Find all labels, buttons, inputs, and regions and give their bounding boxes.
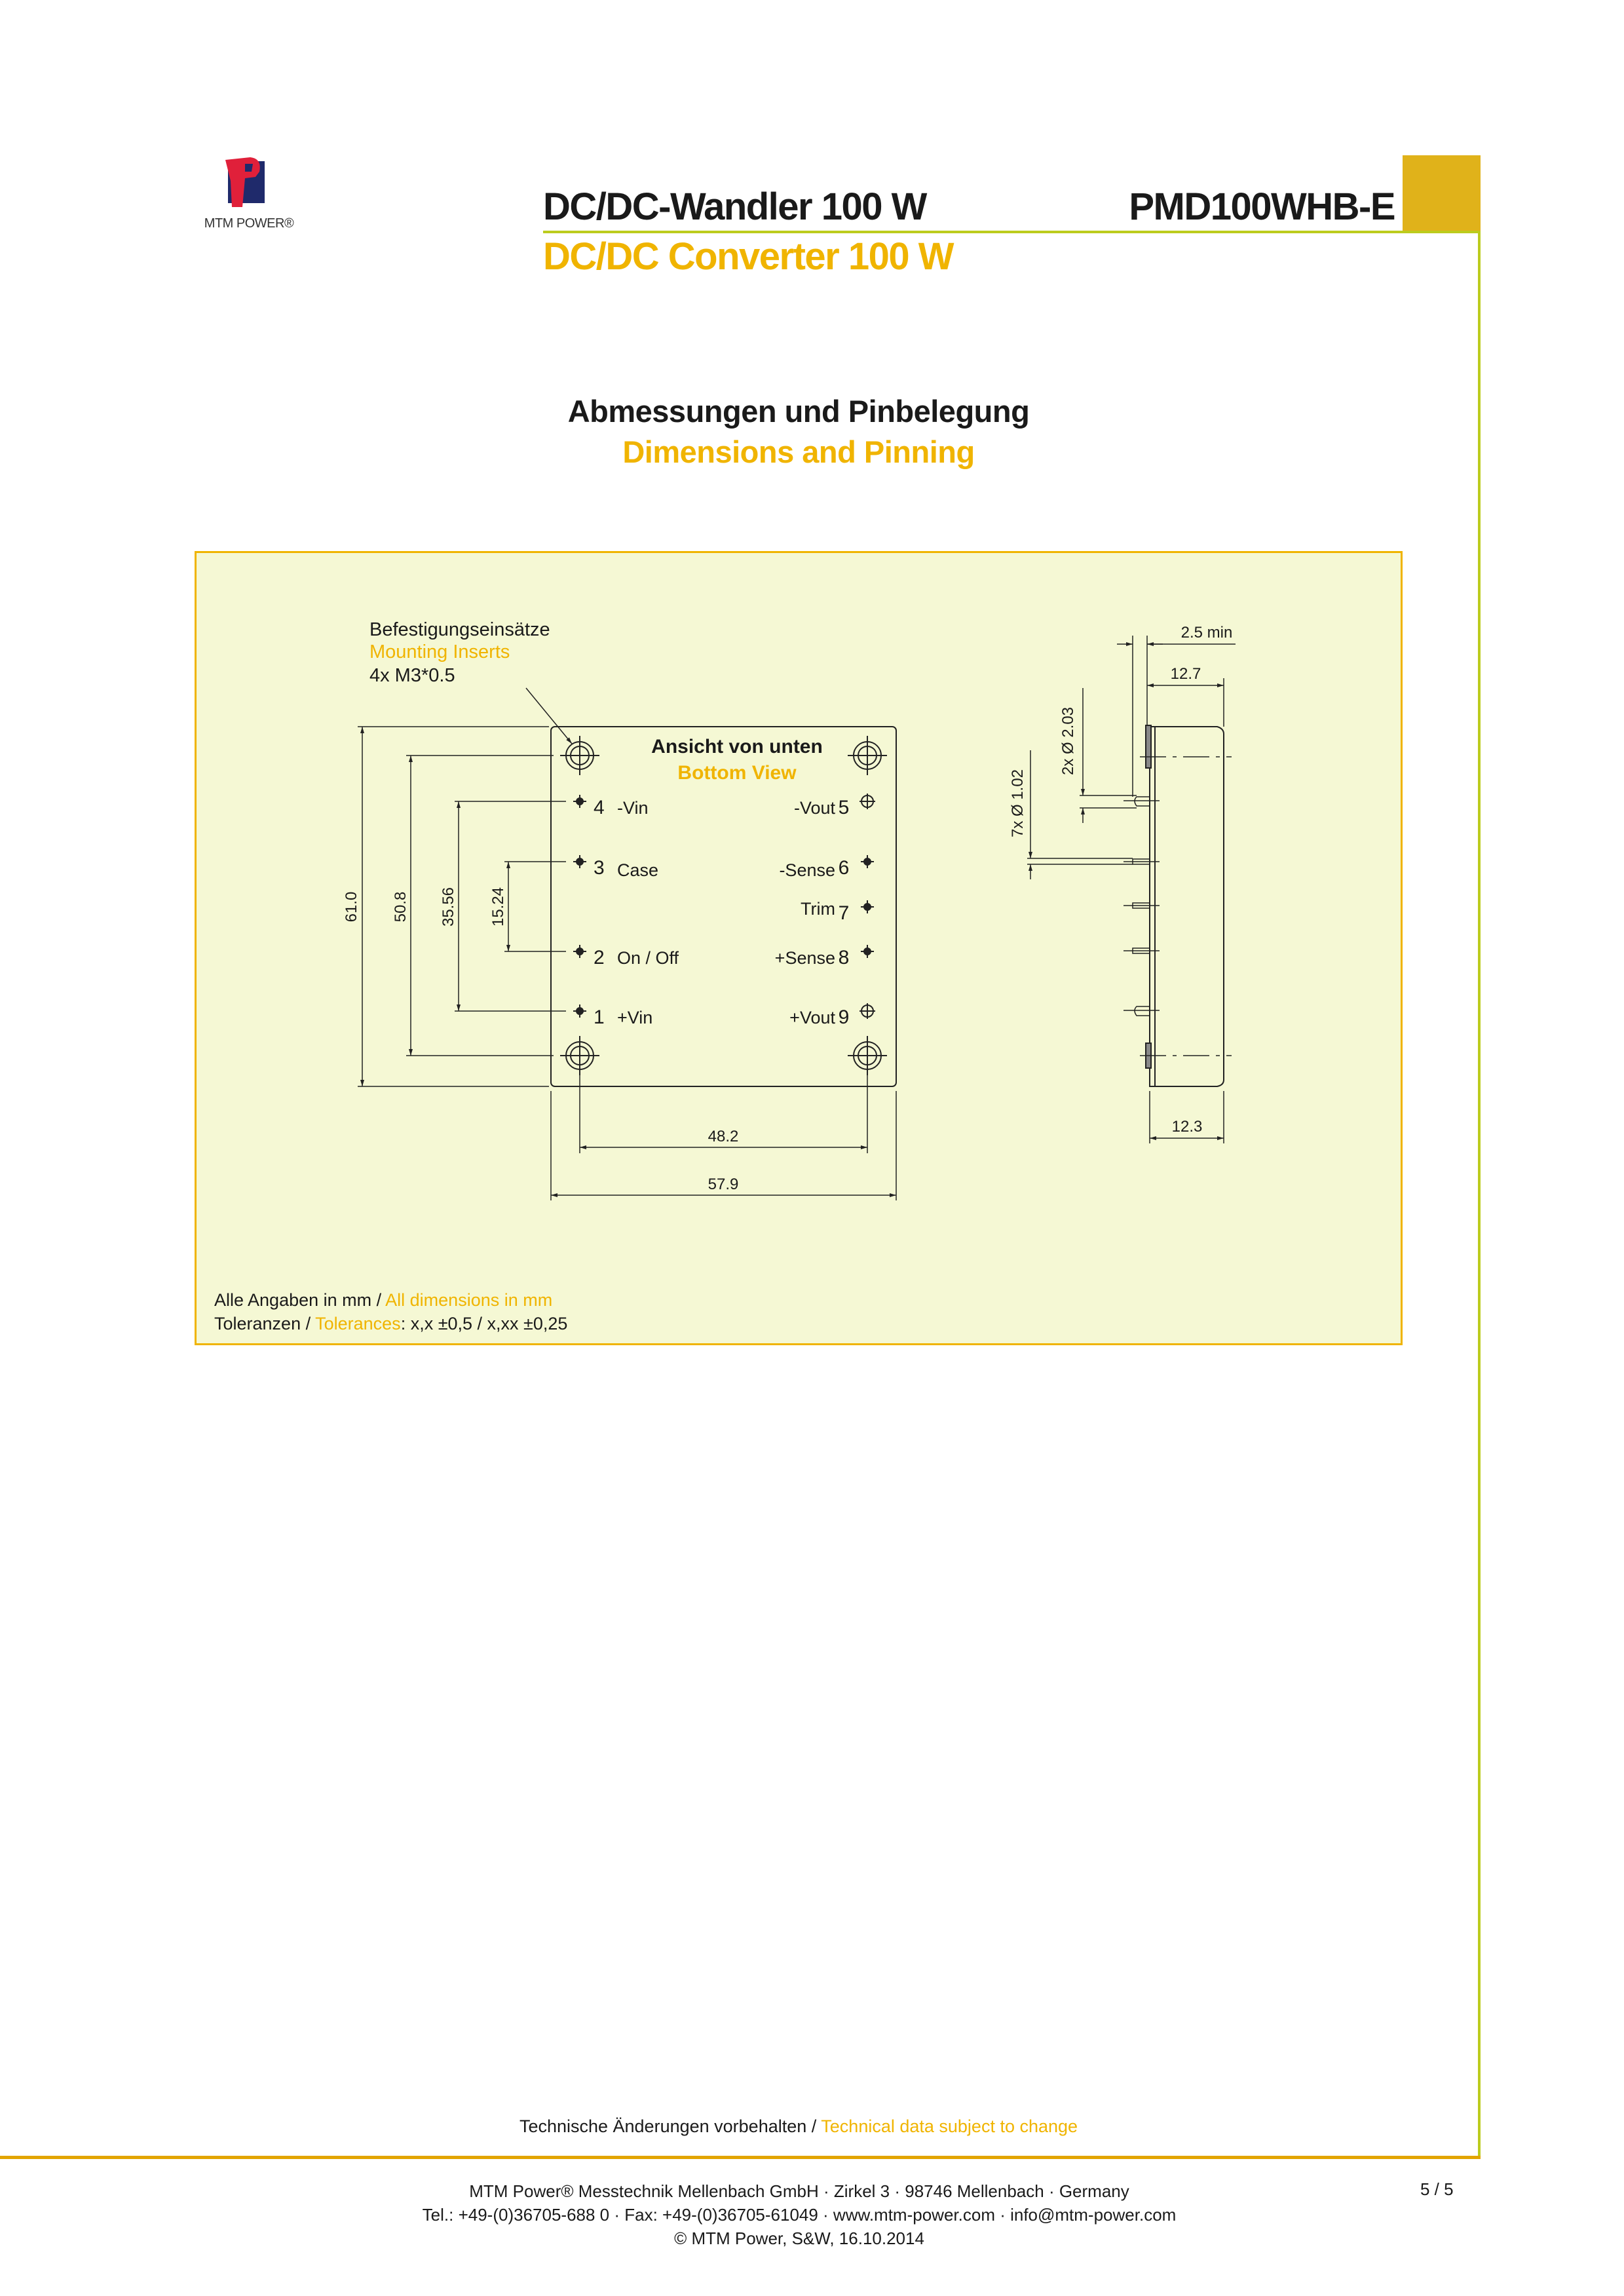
dim-depth-with-pins: 12.7 (1171, 665, 1201, 683)
view-title-en: Bottom View (677, 762, 797, 784)
pin-8-marker (861, 945, 874, 958)
pin-5-number: 5 (839, 797, 850, 818)
mounting-insert-icon (560, 1036, 599, 1075)
disclaimer: Technische Änderungen vorbehalten / Tech… (0, 2116, 1597, 2137)
pin-1-label: +Vin (617, 1008, 652, 1027)
pin-2-marker (573, 945, 586, 958)
part-number: PMD100WHB-E (1129, 185, 1395, 228)
right-border (1478, 232, 1481, 2158)
inserts-label-en: Mounting Inserts (369, 641, 510, 662)
pin-9-marker (859, 1003, 875, 1019)
footer: MTM Power® Messtechnik Mellenbach GmbH ·… (262, 2179, 1336, 2250)
pin-4-marker (573, 795, 586, 808)
footer-address: MTM Power® Messtechnik Mellenbach GmbH ·… (469, 2181, 1129, 2201)
dim-height-inserts: 50.8 (392, 892, 409, 923)
pin-6-number: 6 (839, 857, 850, 879)
company-logo (225, 157, 265, 207)
pin-6-marker (861, 855, 874, 868)
pin-2-number: 2 (594, 947, 605, 968)
dim-pins-2-3: 15.24 (489, 887, 507, 927)
mounting-insert-icon (848, 736, 887, 775)
section-title-german: Abmessungen und Pinbelegung (567, 394, 1030, 429)
footer-divider (0, 2156, 1481, 2159)
title-english: DC/DC Converter 100 W (543, 235, 954, 278)
drawing-notes: Alle Angaben in mm / All dimensions in m… (214, 1288, 567, 1335)
dim-pin-length: 2.5 min (1181, 624, 1233, 641)
pin-7-number: 7 (839, 902, 850, 924)
pin-2-label: On / Off (617, 948, 679, 968)
pin-5-label: -Vout (794, 798, 836, 818)
tolerance-note-en: Tolerances (315, 1314, 401, 1333)
pin-1-marker (573, 1004, 586, 1018)
pin-3-number: 3 (594, 857, 605, 879)
module-outline-bottom-view (550, 726, 897, 1087)
disclaimer-en: Technical data subject to change (821, 2116, 1078, 2136)
pin-5-marker (859, 794, 875, 809)
units-note-de: Alle Angaben in mm / (214, 1290, 386, 1310)
footer-contact: Tel.: +49-(0)36705-688 0 · Fax: +49-(0)3… (422, 2205, 1177, 2225)
pin-3-marker (573, 855, 586, 868)
inserts-label-de: Befestigungseinsätze (369, 619, 550, 640)
pin-4-number: 4 (594, 797, 605, 818)
pin-8-number: 8 (839, 947, 850, 968)
pin-9-label: +Vout (789, 1008, 835, 1027)
pin-1-number: 1 (594, 1006, 605, 1028)
tolerance-note-de: Toleranzen / (214, 1314, 316, 1333)
view-title-de: Ansicht von unten (651, 736, 823, 757)
tolerance-values: : x,x ±0,5 / x,xx ±0,25 (400, 1314, 568, 1333)
pin-6-label: -Sense (779, 860, 835, 880)
disclaimer-de: Technische Änderungen vorbehalten / (519, 2116, 821, 2136)
pin-3-label: Case (617, 860, 658, 880)
page-number: 5 / 5 (1420, 2179, 1454, 2199)
dim-depth: 12.3 (1172, 1118, 1203, 1136)
dim-small-pin-diameter: 7x Ø 1.02 (1009, 769, 1027, 837)
dim-large-pin-diameter: 2x Ø 2.03 (1059, 707, 1077, 775)
mounting-insert-icon (848, 1036, 887, 1075)
dim-pins-1-4: 35.56 (440, 887, 457, 927)
units-note: Alle Angaben in mm / All dimensions in m… (214, 1288, 567, 1312)
pin-4-label: -Vin (617, 798, 649, 818)
header-divider (543, 231, 1481, 233)
mounting-insert-icon (560, 736, 599, 775)
header-accent-block (1403, 155, 1481, 232)
pin-7-label: Trim (801, 899, 835, 919)
tolerance-note: Toleranzen / Tolerances: x,x ±0,5 / x,xx… (214, 1312, 567, 1335)
dim-width-inserts: 48.2 (708, 1128, 739, 1145)
footer-copyright: © MTM Power, S&W, 16.10.2014 (674, 2229, 924, 2248)
module-outline-side-view (1149, 726, 1224, 1087)
pin-7-marker (861, 900, 874, 913)
units-note-en: All dimensions in mm (385, 1290, 553, 1310)
title-german: DC/DC-Wandler 100 W (543, 185, 927, 228)
dim-height-total: 61.0 (343, 892, 360, 923)
logo-text: MTM POWER® (204, 216, 294, 231)
side-view-pins (1124, 796, 1160, 1016)
section-title-english: Dimensions and Pinning (622, 434, 975, 469)
pin-8-label: +Sense (775, 948, 835, 968)
inserts-spec: 4x M3*0.5 (369, 665, 455, 686)
pin-9-number: 9 (839, 1006, 850, 1028)
dim-width-total: 57.9 (708, 1176, 739, 1193)
